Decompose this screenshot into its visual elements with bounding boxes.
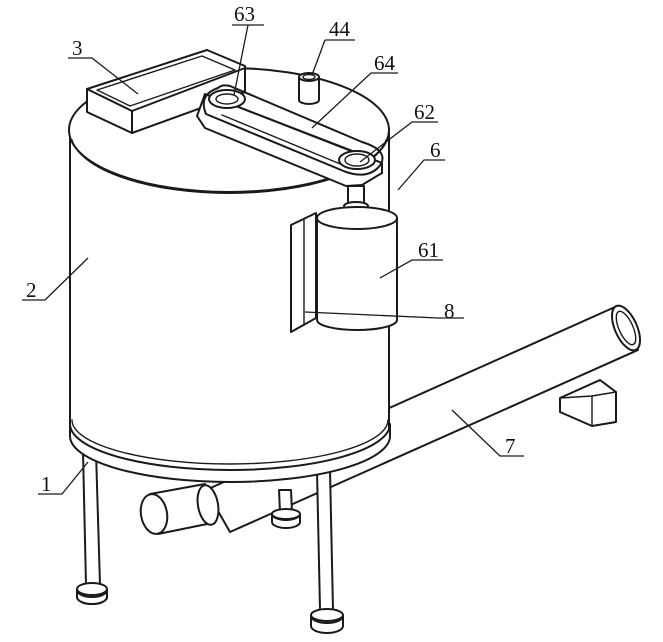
label-7: 7 <box>505 434 516 458</box>
label-6: 6 <box>430 138 441 162</box>
label-8: 8 <box>444 299 455 323</box>
label-1: 1 <box>41 472 52 496</box>
leader-lines <box>22 24 524 495</box>
label-61: 61 <box>418 238 439 262</box>
conveyor-support <box>559 379 617 427</box>
support-legs <box>76 451 344 634</box>
feed-hopper <box>86 49 246 134</box>
top-outlet-pipe <box>298 72 320 105</box>
label-44: 44 <box>329 17 351 41</box>
label-63: 63 <box>234 2 255 26</box>
label-64: 64 <box>374 51 396 75</box>
part-labels: 63 44 3 64 62 6 61 2 8 7 1 <box>26 2 516 496</box>
label-3: 3 <box>72 36 83 60</box>
label-2: 2 <box>26 278 37 302</box>
motor-assembly <box>290 185 398 333</box>
label-62: 62 <box>414 100 435 124</box>
